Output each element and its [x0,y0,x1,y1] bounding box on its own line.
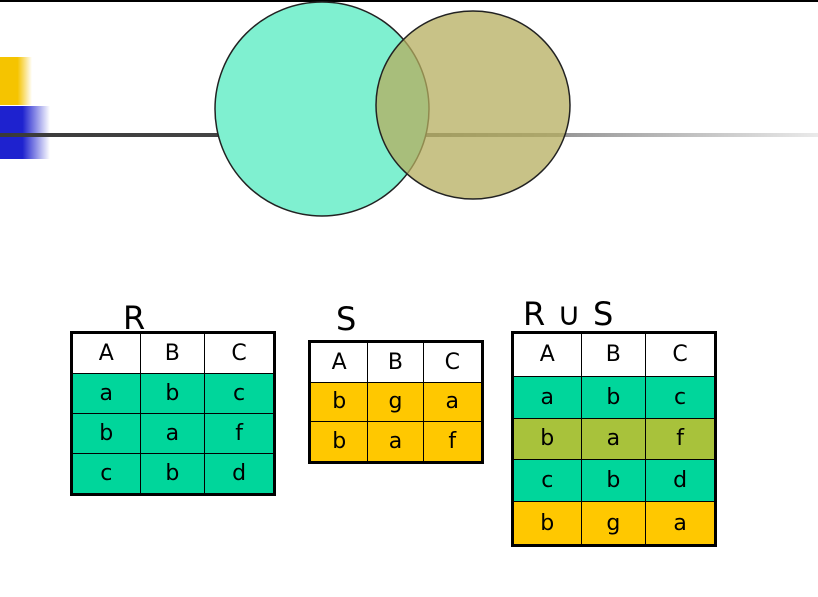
yellow-accent-block [0,57,32,105]
table-cell: b [139,373,206,414]
relation-r-label: R [123,299,146,337]
blue-accent-block [0,106,50,159]
table-cell: a [580,417,647,461]
table-cell: c [512,459,582,503]
table-cell: d [204,452,275,496]
table-cell: f [422,421,483,463]
venn-circle-s [375,10,571,200]
table-cell: g [580,501,647,546]
table-cell: f [204,412,275,454]
table-cell: f [645,417,716,461]
table-cell: c [71,452,141,496]
table-cell: c [645,375,716,419]
table-cell: b [580,459,647,503]
relation-s-label: S [336,300,357,338]
table-cell: d [645,459,716,503]
table-cell: b [308,381,369,423]
table-cell: a [645,501,716,546]
table-cell: b [580,375,647,419]
table-cell: b [139,452,206,496]
column-header: A [512,332,582,377]
top-border-line [0,0,818,2]
union-label: R ∪ S [523,295,615,333]
table-cell: g [367,381,424,423]
table-cell: a [422,381,483,423]
table-cell: a [367,421,424,463]
column-header: A [308,341,369,383]
column-header: B [580,332,647,377]
column-header: C [204,331,275,375]
column-header: B [139,331,206,375]
column-header: C [645,332,716,377]
column-header: A [71,331,141,375]
table-cell: b [512,501,582,546]
table-cell: b [512,417,582,461]
table-cell: b [308,421,369,463]
table-cell: a [71,373,141,414]
column-header: C [422,341,483,383]
table-cell: c [204,373,275,414]
column-header: B [367,341,424,383]
table-cell: b [71,412,141,454]
venn-diagram [214,1,571,217]
table-cell: a [512,375,582,419]
table-cell: a [139,412,206,454]
